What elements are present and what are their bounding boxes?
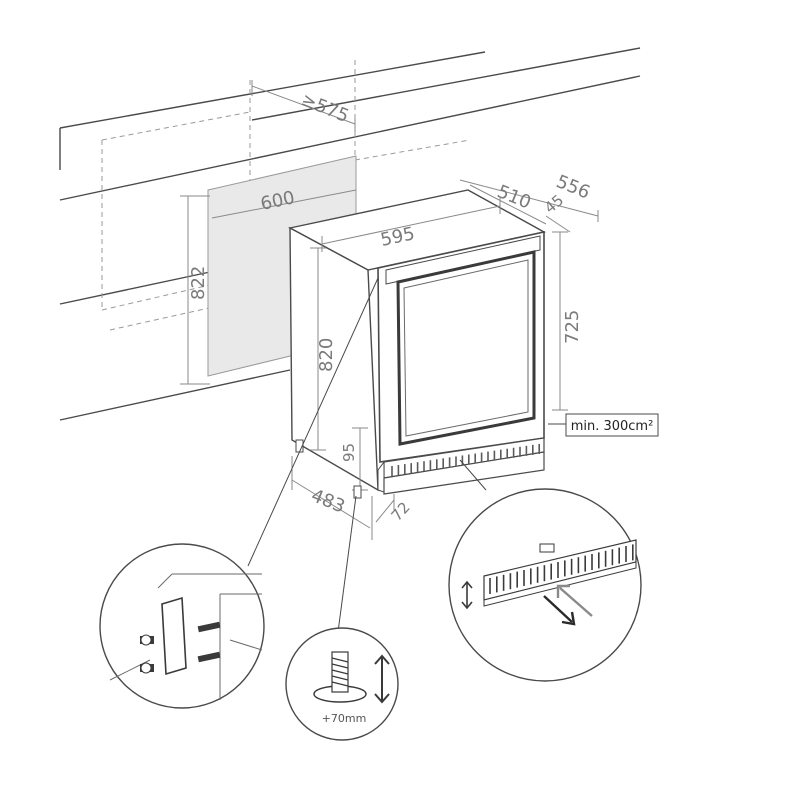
door-glass (396, 250, 536, 446)
leader-lines (247, 277, 487, 633)
dimension-lines (180, 80, 599, 540)
detail-bracket (99, 543, 265, 709)
dim-niche-depth: ≥575 (298, 89, 352, 127)
foot-adjust-label: +70mm (322, 712, 367, 725)
grille-slots (391, 443, 541, 476)
detail-grille-slots (489, 544, 634, 594)
airflow-in-arrow-icon (543, 595, 576, 626)
dim-niche-height: 822 (188, 266, 209, 300)
dim-plinth-width: 483 (308, 485, 348, 517)
detail-grille (448, 488, 642, 682)
appliance-body (287, 189, 546, 495)
dim-door-depth: 45 (541, 191, 567, 217)
detail-adjustable-foot: +70mm (285, 627, 399, 741)
ventilation-label: min. 300cm² (571, 419, 654, 434)
dim-appliance-height: 820 (316, 338, 337, 372)
ventilation-label-box (565, 413, 659, 437)
niche-dashed-outline (101, 60, 471, 331)
dim-plinth-height: 95 (340, 443, 358, 462)
bracket-icon (161, 596, 187, 676)
airflow-out-arrow-icon (556, 584, 593, 617)
worktop-lines (59, 47, 641, 421)
dim-door-height: 725 (562, 310, 583, 344)
vertical-arrow-icon (461, 580, 473, 610)
up-down-arrow-icon (374, 654, 390, 704)
